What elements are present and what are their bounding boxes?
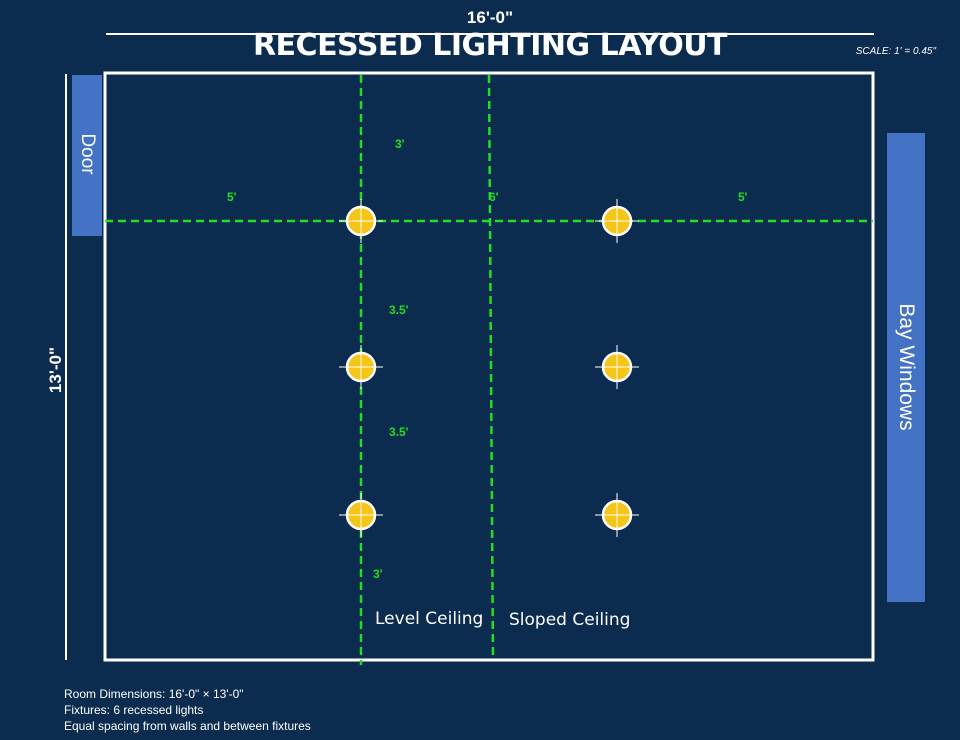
spacing-between-columns: 6'	[489, 190, 499, 204]
note-spacing: Equal spacing from walls and between fix…	[64, 719, 311, 733]
spacing-bottom-wall: 3'	[373, 567, 383, 581]
room-width-dimension: 16'-0"	[466, 8, 514, 27]
spacing-left-wall: 5'	[227, 190, 237, 204]
bay-windows-opening	[887, 133, 925, 602]
spacing-right-wall: 5'	[738, 190, 748, 204]
recessed-light-fixture	[595, 199, 639, 243]
recessed-light-fixture	[595, 345, 639, 389]
sloped-ceiling-label: Sloped Ceiling	[509, 610, 631, 630]
note-room-dimensions: Room Dimensions: 16'-0" × 13'-0"	[64, 687, 244, 701]
level-ceiling-label: Level Ceiling	[375, 609, 484, 629]
ceiling-division-line	[487, 74, 495, 661]
recessed-light-fixture	[339, 199, 383, 243]
notes: Room Dimensions: 16'-0" × 13'-0" Fixture…	[64, 686, 311, 734]
door-label: Door	[77, 133, 98, 175]
recessed-light-fixture	[339, 345, 383, 389]
recessed-light-fixture	[595, 493, 639, 537]
room-outline	[103, 71, 875, 662]
note-fixture-count: Fixtures: 6 recessed lights	[64, 703, 204, 717]
door-opening	[72, 75, 102, 236]
bay-windows-label: Bay Windows	[895, 303, 918, 431]
recessed-light-fixture	[339, 493, 383, 537]
spacing-row-gap-2: 3.5'	[389, 425, 409, 439]
spacing-row-gap-1: 3.5'	[389, 303, 409, 317]
scale-note: SCALE: 1' = 0.45"	[855, 46, 936, 57]
spacing-top-wall: 3'	[395, 137, 405, 151]
